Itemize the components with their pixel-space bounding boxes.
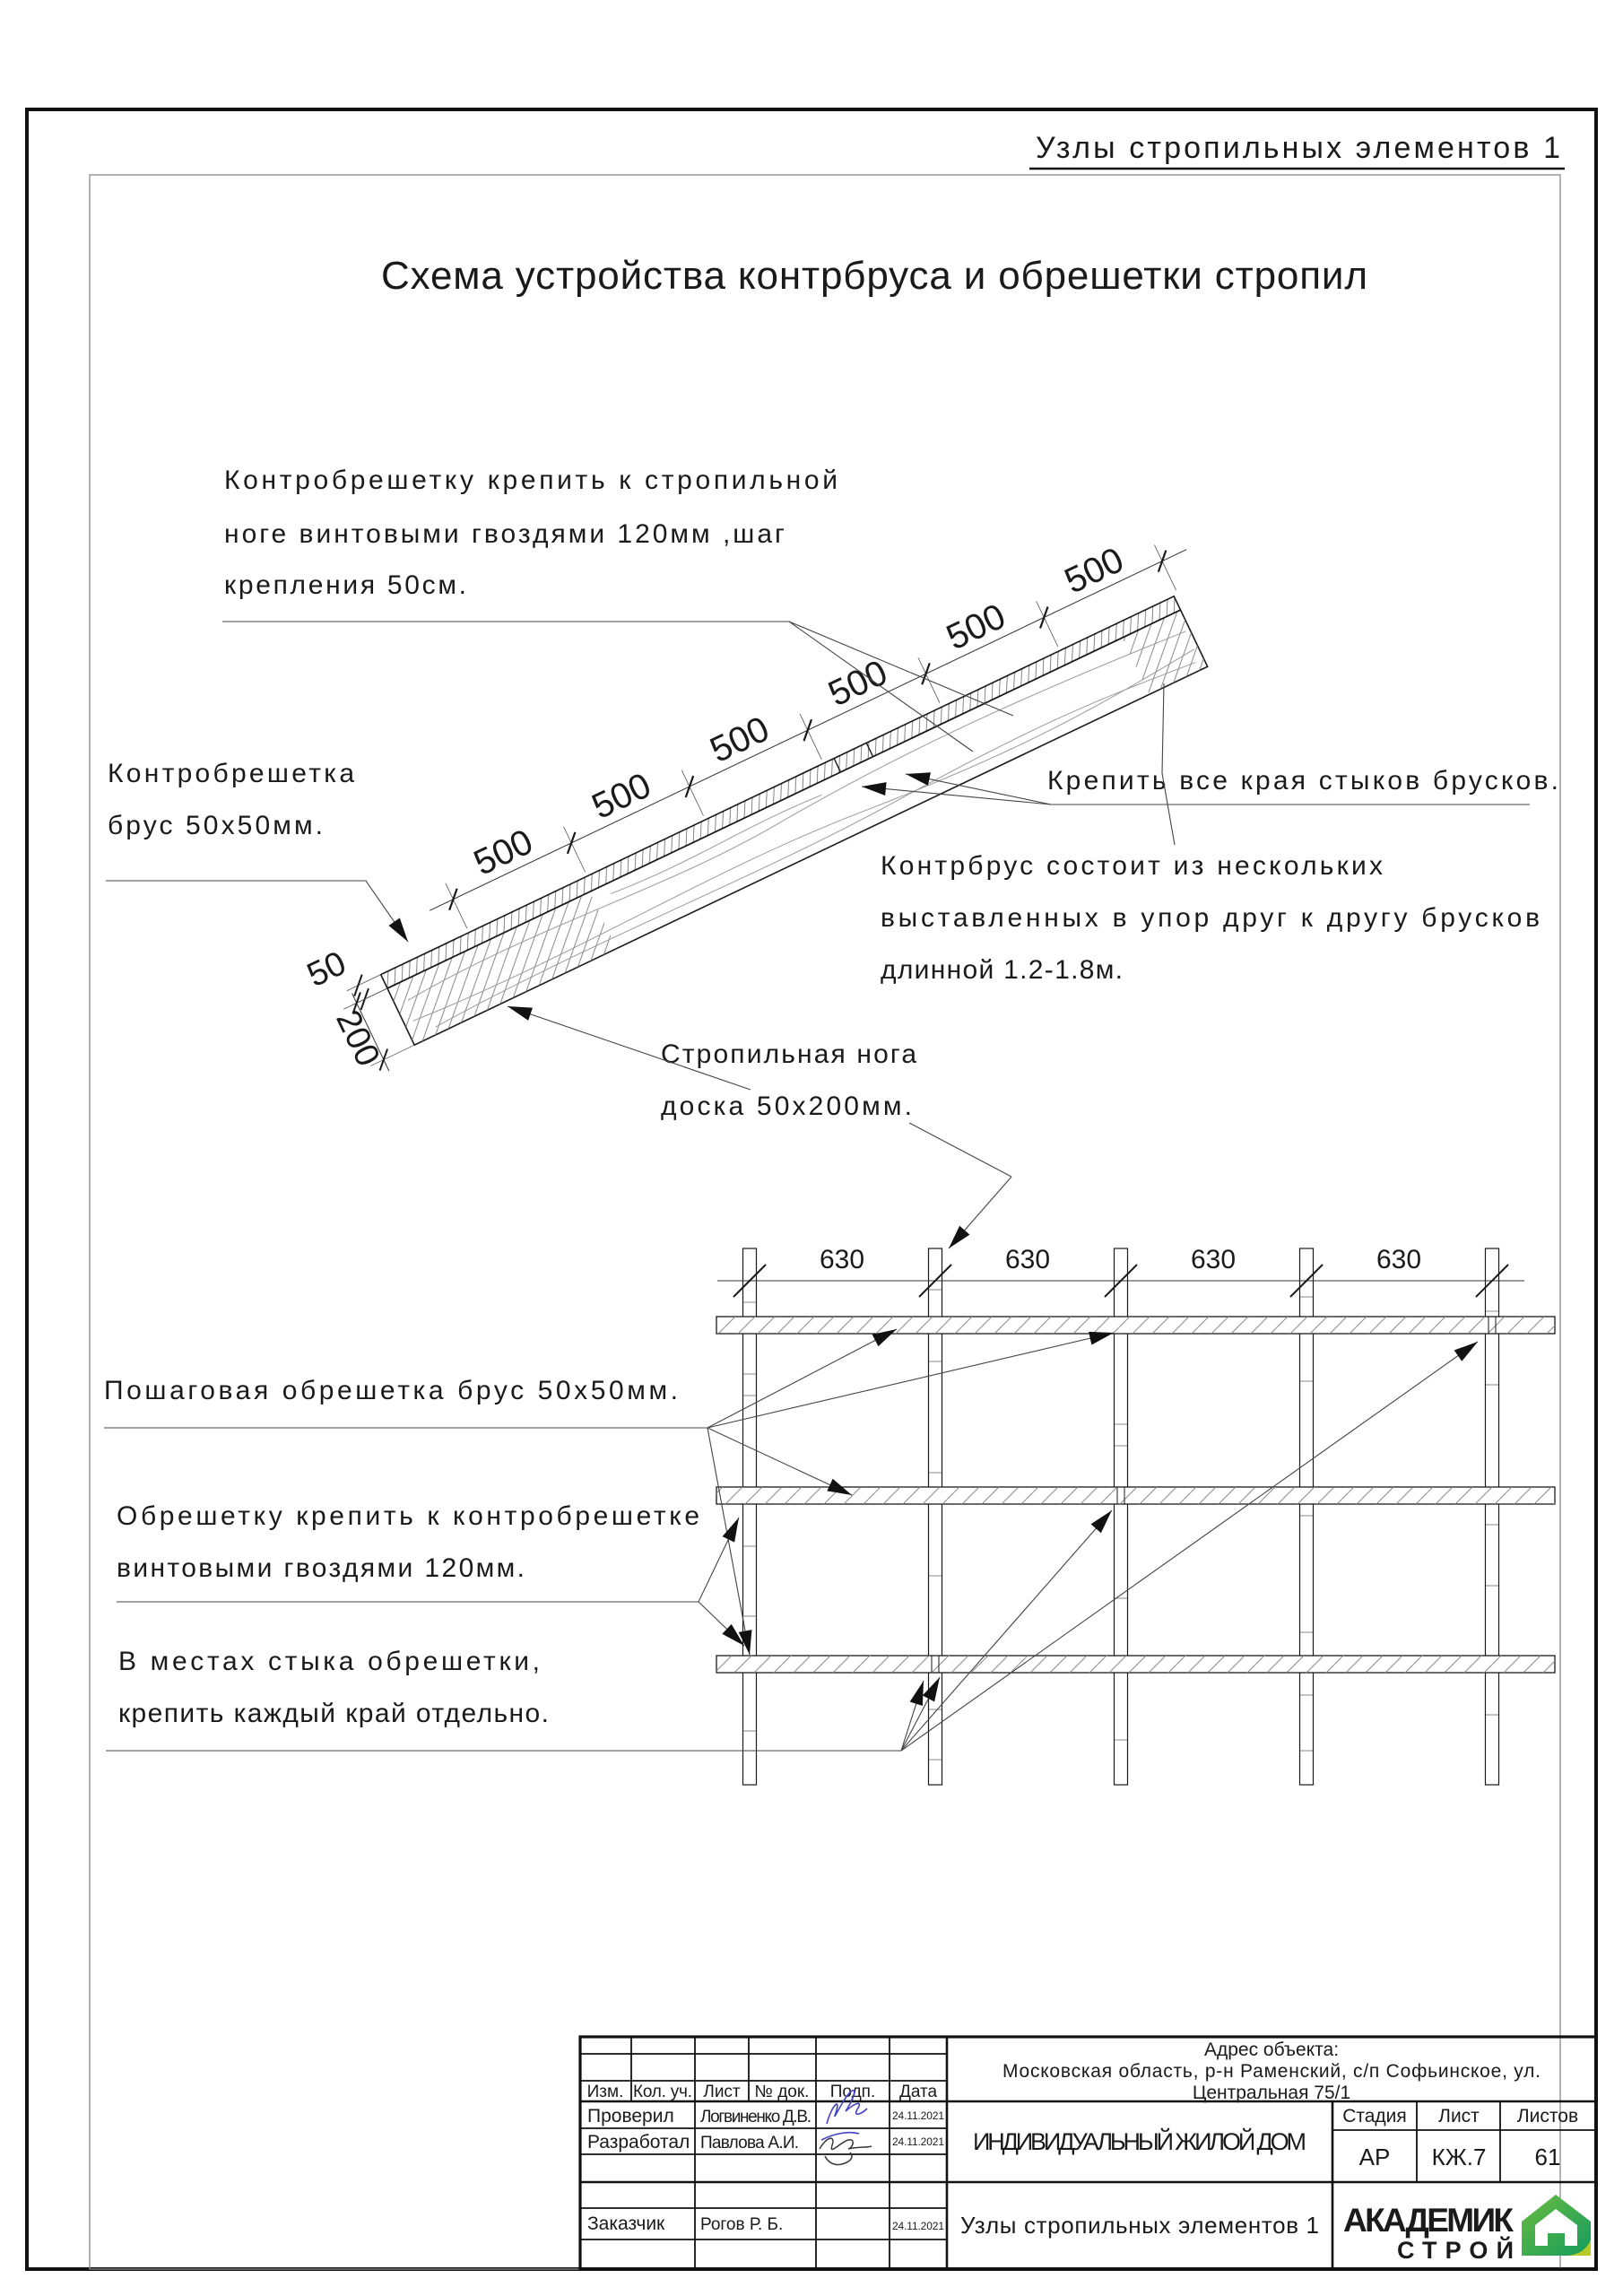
dim-500-label: 500 [822,653,893,714]
anno-cbn-line1: Контрбрус состоит из нескольких [881,851,1383,881]
sheet-value: КЖ.7 [1432,2144,1487,2170]
stage-cells: Стадия Лист Листов АР КЖ.7 61 [1342,2106,1578,2170]
rafter-board-hatch-right [1122,610,1208,695]
dim-50-label: 50 [301,944,352,995]
stage-value: АР [1359,2144,1391,2170]
counter-batten-joints [833,743,874,773]
anno-lj-line2: крепить каждый край отдельно. [118,1699,549,1728]
rafter-side-view: 500 500 500 500 500 500 50 200 [301,540,1209,1072]
lathing-battens [716,1316,1556,1674]
row-developed-date: 24.11.2021 [892,2135,944,2148]
col-podp: Подп. [830,2083,875,2101]
address-label: Адрес объекта: [1204,2039,1339,2060]
sheet-corner-title: Узлы стропильных элементов 1 [1036,131,1560,165]
dim-630-group: 630 630 630 630 [717,1245,1524,1298]
rafter-strip [927,1248,943,1786]
anno-cbs-line2: брус 50х50мм. [108,811,323,840]
dim-630-label: 630 [1005,1245,1050,1274]
dim-630-label: 630 [1376,1245,1421,1274]
annotation-step-lathing: Пошаговая обрешетка брус 50х50мм. [104,1376,678,1405]
lathing-batten [716,1486,1556,1505]
sheet-label: Лист [1438,2106,1480,2126]
logo: АКАДЕМИК СТРОЙ [1343,2195,1591,2264]
upper-leader-lines [106,621,1530,1091]
annotation-counter-batten-fixing: Контробрешетку крепить к стропильной ног… [224,465,838,600]
anno-cbn-line3: длинной 1.2-1.8м. [881,955,1123,985]
col-n-dok: № док. [755,2083,810,2101]
main-title: Схема устройства контрбруса и обрешетки … [381,254,1367,298]
stage-label: Стадия [1342,2106,1407,2126]
project-name: ИНДИВИДУАЛЬНЫЙ ЖИЛОЙ ДОМ [973,2127,1306,2155]
signature-pavlova [819,2137,872,2166]
rafter-strip [1298,1248,1315,1786]
col-data: Дата [899,2083,938,2101]
lathing-plan-view: 630 630 630 630 [104,1122,1556,1786]
anno-rl-line2: доска 50х200мм. [661,1091,912,1121]
title-block-columns: Изм. Кол. уч. Лист № док. Подп. Дата [587,2083,938,2101]
anno-cbn-line2: выставленных в упор друг к другу брусков [881,903,1540,933]
lower-leader-lines [104,1122,1479,1752]
rafter-strip [1113,1248,1129,1786]
title-block-rows: Проверил Логвиненко Д.В. 24.11.2021 Разр… [587,2106,944,2234]
rafter-strip [1484,1248,1500,1786]
row-customer-date: 24.11.2021 [892,2220,944,2232]
row-customer-name: Рогов Р. Б. [700,2215,783,2234]
anno-cbf-line1: Контробрешетку крепить к стропильной [224,465,838,495]
row-customer-role: Заказчик [587,2213,665,2234]
anno-rl-line1: Стропильная нога [661,1039,916,1069]
title-block-grid [578,2035,1598,2271]
row-checked-role: Проверил [587,2106,674,2126]
drawing-name: Узлы стропильных элементов 1 [960,2212,1319,2239]
sheets-label: Листов [1517,2106,1578,2126]
rafter-board-hatch-left [387,891,617,1046]
row-developed-name: Павлова А.И. [700,2134,799,2152]
counter-batten-strip [379,595,1182,990]
dim-500-label: 500 [586,765,657,826]
annotation-rafter-leg: Стропильная нога доска 50х200мм. [661,1039,916,1121]
anno-cbf-line2: ноге винтовыми гвоздями 120мм ,шаг [224,519,785,549]
dim-500-label: 500 [1059,540,1130,601]
anno-cbf-line3: крепления 50см. [224,570,466,600]
signature-logvinenko [820,2089,868,2141]
address-line1: Московская область, р-н Раменский, с/п С… [1002,2061,1541,2082]
col-izm: Изм. [587,2083,624,2101]
title-block: Изм. Кол. уч. Лист № док. Подп. Дата Про… [578,2035,1598,2271]
dim-500-label: 500 [704,709,775,770]
address-line2: Центральная 75/1 [1193,2083,1350,2103]
title-block-address: Адрес объекта: Московская область, р-н Р… [1002,2039,1541,2103]
logo-word2: СТРОЙ [1397,2236,1514,2264]
annotation-fix-joint-edges: Крепить все края стыков брусков. [1047,766,1558,796]
logo-word1: АКАДЕМИК [1343,2202,1514,2239]
sheets-value: 61 [1535,2144,1561,2170]
annotation-lathing-joints: В местах стыка обрешетки, крепить каждый… [118,1647,549,1728]
dim-630-label: 630 [820,1245,864,1274]
row-developed-role: Разработал [587,2132,690,2152]
anno-cbs-line1: Контробрешетка [108,759,354,788]
dim-630-label: 630 [1191,1245,1236,1274]
dim-50-group: 50 [301,944,388,1011]
col-kol-uch: Кол. уч. [633,2083,692,2101]
annotation-counter-beam-note: Контрбрус состоит из нескольких выставле… [881,851,1540,985]
logo-house-icon [1522,2195,1591,2256]
dim-500-label: 500 [468,822,539,883]
row-checked-date: 24.11.2021 [892,2109,944,2122]
lathing-batten [716,1316,1556,1335]
annotation-lathing-fixing: Обрешетку крепить к контробрешетке винто… [117,1501,699,1583]
anno-lf-line1: Обрешетку крепить к контробрешетке [117,1501,699,1531]
col-list: Лист [703,2083,741,2101]
rafter-strips [742,1248,1500,1786]
page-borders [25,108,1598,2271]
annotation-counter-batten-size: Контробрешетка брус 50х50мм. [108,759,354,840]
anno-lf-line2: винтовыми гвоздями 120мм. [117,1553,525,1583]
lathing-batten [716,1655,1556,1674]
row-checked-name: Логвиненко Д.В. [700,2108,812,2126]
dim-500-label: 500 [941,596,1011,657]
anno-lj-line1: В местах стыка обрешетки, [118,1647,540,1676]
rafter-board-grain [407,631,1196,1028]
